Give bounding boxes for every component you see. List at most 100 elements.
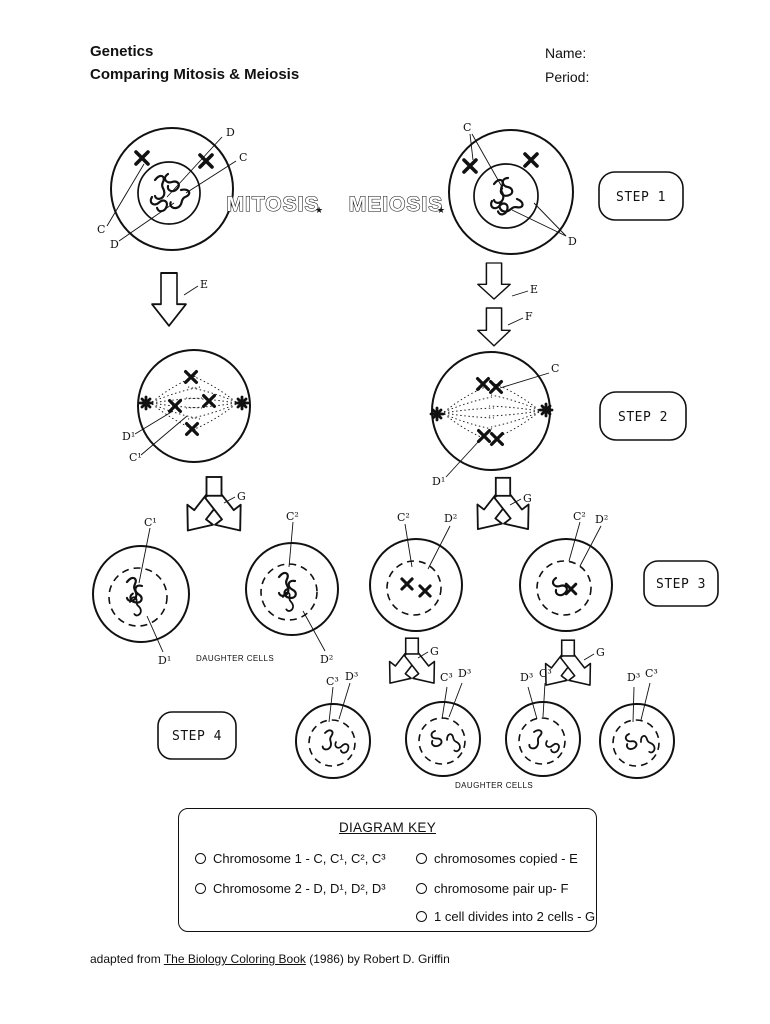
chromosome-label: C xyxy=(239,151,247,164)
spindle-pole-icon xyxy=(538,402,554,418)
key-item-chromosome-1: Chromosome 1 - C, C¹, C², C³ xyxy=(195,851,386,866)
cell-membrane xyxy=(245,542,339,636)
mitosis-copy-arrow: E xyxy=(151,272,208,327)
worksheet-subject: Genetics xyxy=(90,43,154,60)
label-leader-line xyxy=(579,525,602,567)
key-item-pair-up: chromosome pair up- F xyxy=(416,881,568,896)
label-leader-line xyxy=(288,521,294,568)
chromosome-label: D xyxy=(568,235,577,248)
chromosome-label: C xyxy=(97,223,105,236)
label-leader-line xyxy=(223,496,236,504)
condensed-chromosome-icon xyxy=(400,577,414,591)
chromosome-squiggle xyxy=(427,729,445,749)
key-item-label: chromosomes copied - E xyxy=(434,851,578,866)
chromosome-squiggle xyxy=(281,591,296,613)
chromosome-squiggle xyxy=(279,577,304,602)
meiosis-parent-cell: C D xyxy=(448,121,577,255)
cell-membrane xyxy=(92,545,190,643)
key-item-divides: 1 cell divides into 2 cells - G xyxy=(416,909,595,924)
label-leader-line xyxy=(527,686,538,720)
step-box-outline xyxy=(599,391,687,441)
color-key-circle-icon xyxy=(416,911,427,922)
period-field-label: Period: xyxy=(545,69,590,85)
label-leader-line xyxy=(146,615,164,653)
mitosis-parent-cell: D C C D xyxy=(97,126,247,251)
condensed-chromosome-icon xyxy=(476,428,492,444)
chromosome-label: D xyxy=(110,238,119,251)
color-key-circle-icon xyxy=(416,883,427,894)
label-leader-line xyxy=(469,133,474,161)
mitosis-metaphase-cell: D¹ C¹ xyxy=(122,349,251,464)
citation: adapted from The Biology Coloring Book (… xyxy=(90,952,450,966)
chromosome-label: C¹ xyxy=(144,516,157,529)
condensed-chromosome-icon xyxy=(183,369,199,385)
meiosis1-daughter-cell-1: C² D² xyxy=(369,511,463,632)
label-leader-line xyxy=(533,202,567,237)
step-1-box: STEP 1 xyxy=(598,171,684,221)
label-leader-line xyxy=(328,686,334,723)
chromosome-squiggle xyxy=(623,732,639,751)
meiosis-final-cell-4: D³ C³ xyxy=(599,667,675,779)
meiosis-metaphase-cell: C D¹ xyxy=(429,351,559,488)
spindle-pole-icon xyxy=(234,395,250,411)
star-icon: ★ xyxy=(437,205,445,215)
nuclear-envelope-dashed xyxy=(308,719,356,767)
label-leader-line xyxy=(404,523,413,568)
spindle-fibers xyxy=(488,383,540,439)
fork-arrow-icon xyxy=(464,476,542,540)
chromosome-label: C² xyxy=(573,510,586,523)
condensed-chromosome-icon xyxy=(489,431,505,447)
meiosis-final-cell-3: D³ C³ xyxy=(505,667,581,777)
cell-membrane xyxy=(295,703,371,779)
process-label: G xyxy=(523,492,532,505)
chromosome-squiggle xyxy=(148,191,171,215)
label-leader-line xyxy=(507,317,524,326)
label-leader-line xyxy=(542,682,546,718)
label-leader-line xyxy=(640,682,651,721)
label-leader-line xyxy=(427,525,451,570)
chromosome-squiggle xyxy=(543,736,562,756)
nuclear-envelope-dashed xyxy=(386,560,442,616)
chromosome-label: D¹ xyxy=(158,654,171,667)
process-label: G xyxy=(430,645,439,658)
citation-book-title: The Biology Coloring Book xyxy=(163,952,306,966)
citation-prefix: adapted from xyxy=(90,952,164,966)
mitosis-daughter-cell-1: C¹ D¹ xyxy=(92,516,190,667)
label-leader-line xyxy=(183,285,199,296)
label-leader-line xyxy=(106,163,145,227)
chromosome-label: D¹ xyxy=(122,430,135,443)
label-leader-line xyxy=(302,610,326,652)
process-label: G xyxy=(237,490,246,503)
chromosome-label: D³ xyxy=(345,670,358,683)
meiosis2-fork-left: G xyxy=(378,637,446,693)
condensed-chromosome-icon xyxy=(184,421,200,437)
mitosis-daughter-cell-2: C² D² xyxy=(245,510,339,666)
cell-membrane xyxy=(110,127,234,251)
meiosis2-fork-right: G xyxy=(534,639,605,695)
label-leader-line xyxy=(138,527,151,584)
label-leader-line xyxy=(568,521,581,562)
chromosome-label: D³ xyxy=(520,671,533,684)
condensed-chromosome-icon xyxy=(418,584,432,598)
nuclear-envelope-dashed xyxy=(518,717,566,765)
step-2-box: STEP 2 xyxy=(599,391,687,441)
chromosome-label: D² xyxy=(320,653,333,666)
step-label: STEP 3 xyxy=(656,577,706,592)
label-leader-line xyxy=(134,410,174,435)
label-leader-line xyxy=(511,209,567,237)
meiosis-pairup-arrow: F xyxy=(477,307,533,347)
label-leader-line xyxy=(338,682,351,720)
chromosome-label: D xyxy=(226,126,235,139)
key-item-label: Chromosome 2 - D, D¹, D², D³ xyxy=(213,881,386,896)
cell-membrane xyxy=(405,701,481,777)
condensed-chromosome-icon xyxy=(134,150,150,166)
chromosome-label: C³ xyxy=(326,675,339,688)
chromosome-label: D³ xyxy=(627,671,640,684)
down-arrow-icon xyxy=(151,272,187,327)
process-label: E xyxy=(530,283,538,296)
meiosis1-divide-fork: G xyxy=(464,476,542,540)
chromosome-label: C³ xyxy=(440,671,453,684)
label-leader-line xyxy=(441,686,448,720)
label-leader-line xyxy=(632,686,635,723)
